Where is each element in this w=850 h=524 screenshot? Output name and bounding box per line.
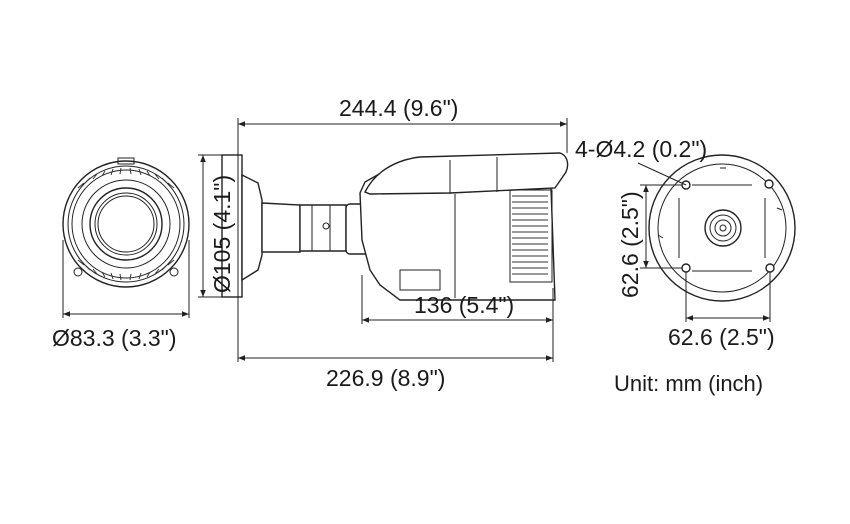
- body-length-dimension: 136 (5.4"): [361, 275, 554, 324]
- front-view: [62, 157, 190, 288]
- side-view: [221, 152, 569, 301]
- base-length-dimension: 226.9 (8.9"): [237, 297, 554, 391]
- front-ribs: [512, 195, 548, 275]
- mount-holes-callout: 4-Ø4.2 (0.2"): [575, 136, 707, 186]
- ir-led-ring: [77, 167, 175, 281]
- hole-spacing-horizontal-dimension: 62.6 (2.5"): [668, 272, 775, 350]
- front-diameter-label: Ø83.3 (3.3"): [52, 325, 177, 351]
- front-diameter-dimension: Ø83.3 (3.3"): [52, 240, 190, 351]
- hole-spacing-vertical-label: 62.6 (2.5"): [617, 191, 643, 298]
- mount-view: [648, 154, 796, 302]
- mount-holes-label: 4-Ø4.2 (0.2"): [575, 136, 707, 162]
- overall-length-dimension: 244.4 (9.6"): [237, 95, 568, 155]
- body-length-label: 136 (5.4"): [414, 292, 514, 318]
- unit-note: Unit: mm (inch): [614, 371, 763, 396]
- hole-spacing-horizontal-label: 62.6 (2.5"): [668, 324, 775, 350]
- base-length-label: 226.9 (8.9"): [326, 365, 445, 391]
- hole-spacing-vertical-dimension: 62.6 (2.5"): [617, 184, 682, 298]
- overall-length-label: 244.4 (9.6"): [339, 95, 458, 121]
- mount-diameter-label: Ø105 (4.1"): [209, 175, 235, 293]
- mount-diameter-dimension: Ø105 (4.1"): [198, 154, 235, 298]
